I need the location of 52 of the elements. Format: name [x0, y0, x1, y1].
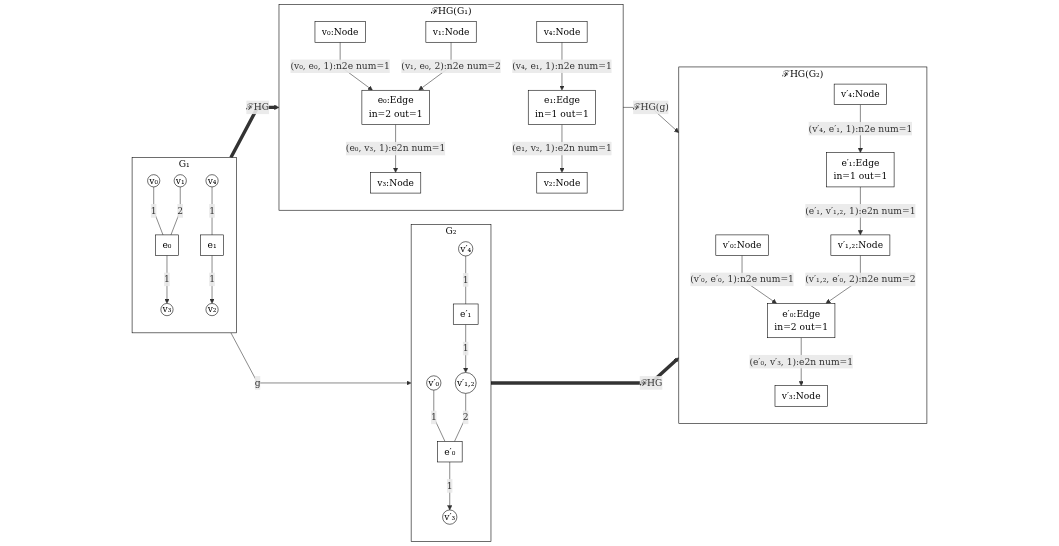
node-box: v₀:Node	[314, 21, 366, 43]
edge-label: (e′₁, v′₁,₂, 1):e2n num=1	[805, 205, 916, 217]
edge-label: (v′₀, e′₀, 1):n2e num=1	[690, 273, 794, 285]
node-box: e₀:Edge in=2 out=1	[361, 89, 430, 125]
node-box: v₂:Node	[536, 172, 588, 194]
node-box: v′₃:Node	[774, 385, 828, 407]
node-box: v′₁,₂:Node	[830, 234, 891, 256]
edge-label: 1	[446, 480, 453, 492]
edge-label: (e₁, v₂, 1):e2n num=1	[512, 142, 612, 154]
node-box: v′₀:Node	[715, 234, 769, 256]
node-box: e′₁	[452, 303, 479, 325]
edge-label: 2	[177, 205, 184, 217]
arrow	[490, 357, 680, 385]
edge-label: 1	[462, 274, 469, 286]
edge-label: 1	[150, 205, 157, 217]
node-circle: v₁	[173, 174, 187, 188]
edge-label: 1	[209, 205, 215, 217]
node-circle: v′₄	[458, 241, 474, 257]
edge-label: (v′₁,₂, e′₀, 2):n2e num=2	[805, 273, 916, 285]
edge-label: (e₀, v₃, 1):e2n num=1	[345, 142, 446, 154]
edge-label: (v₄, e₁, 1):n2e num=1	[512, 60, 612, 72]
node-box: e₀	[155, 234, 179, 256]
node-box: e₁:Edge in=1 out=1	[527, 89, 596, 125]
node-box: e′₀	[437, 441, 463, 463]
node-box: v₄:Node	[536, 21, 588, 43]
node-circle: v′₃	[442, 509, 458, 525]
node-circle: v₀	[147, 174, 161, 188]
edge-label: ℱHG(g)	[633, 101, 669, 113]
node-box: v₃:Node	[370, 172, 422, 194]
edge-label: 2	[462, 411, 469, 423]
edge-label: 1	[164, 273, 170, 285]
node-circle: v′₁,₂	[454, 372, 477, 394]
arrow	[229, 104, 280, 159]
node-box: v₁:Node	[425, 21, 477, 43]
edge-label: (e′₀, v′₃, 1):e2n num=1	[749, 356, 854, 367]
edge-label: 1	[462, 342, 469, 354]
node-circle: v₄	[205, 174, 219, 188]
node-box: e₁	[200, 234, 224, 256]
edge-label: (v₁, e₀, 2):n2e num=2	[401, 60, 501, 72]
node-box: v′₄:Node	[833, 83, 887, 105]
node-circle: v′₀	[426, 375, 442, 391]
node-circle: v₃	[160, 303, 174, 316]
node-circle: v₂	[205, 303, 219, 316]
edge-label: ℱHG	[246, 101, 269, 113]
node-box: e′₁:Edge in=1 out=1	[826, 152, 895, 188]
edge-label: (v₀, e₀, 1):n2e num=1	[290, 60, 390, 72]
edge-label: ℱHG	[639, 377, 663, 389]
edge-label: 1	[430, 411, 437, 423]
edge-label: g	[254, 377, 261, 389]
edge-label: (v′₄, e′₁, 1):n2e num=1	[808, 122, 913, 134]
node-box: e′₀:Edge in=2 out=1	[767, 303, 836, 338]
edge-label: 1	[209, 273, 215, 285]
